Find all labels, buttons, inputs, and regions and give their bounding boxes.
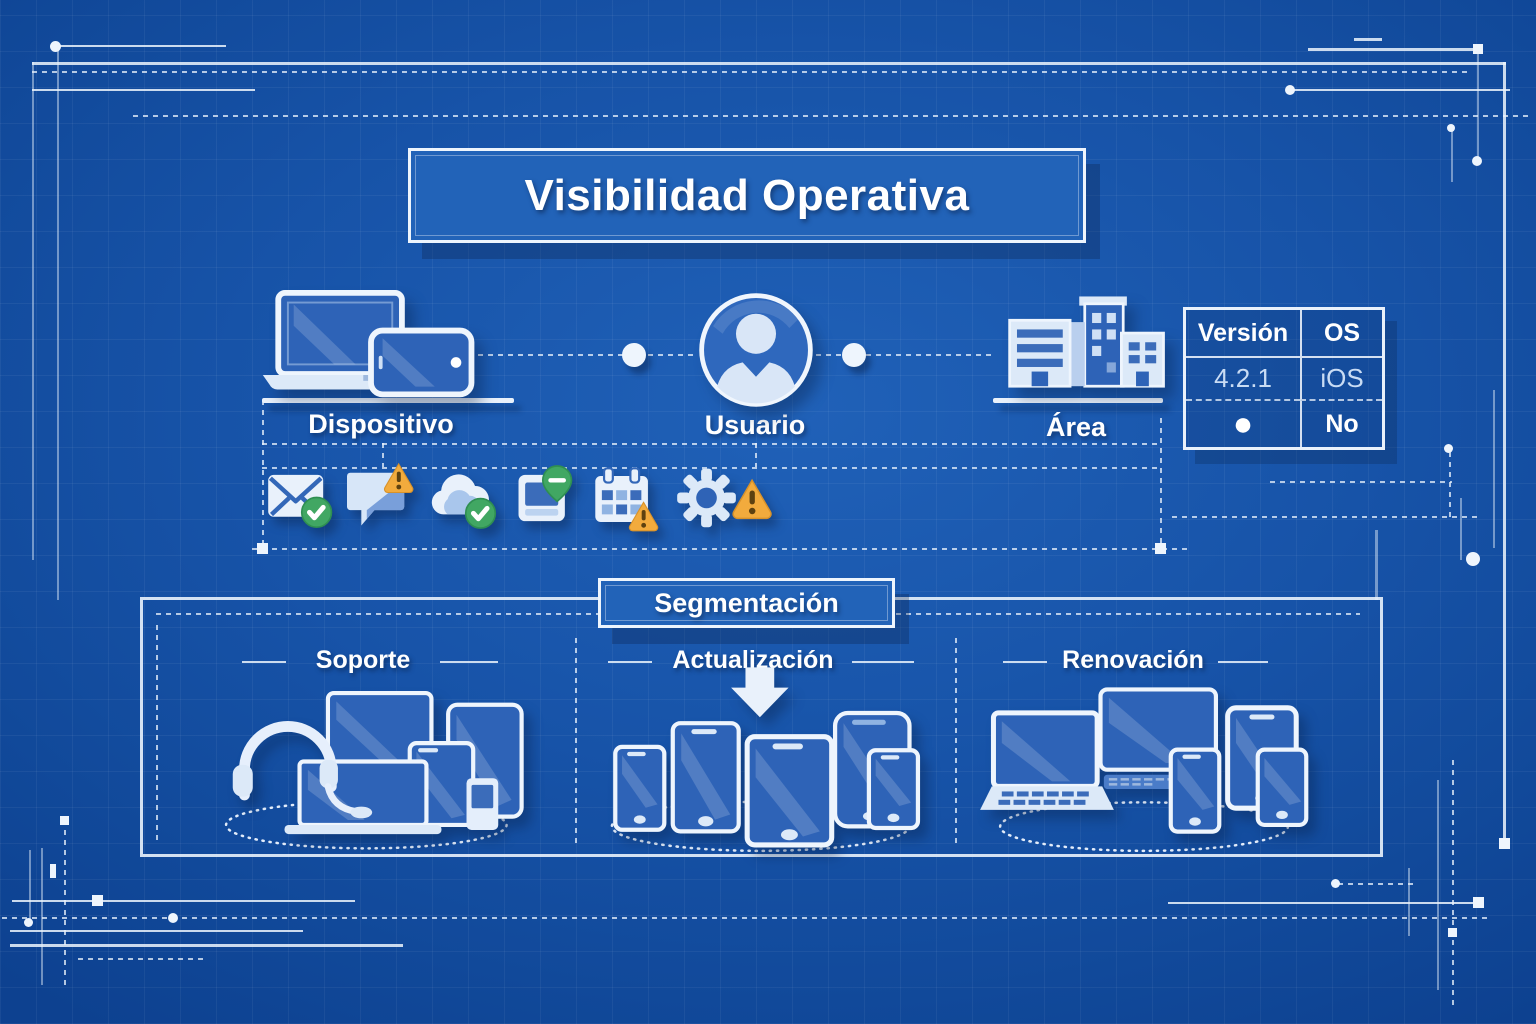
- table-cell-status-dot: ●: [1232, 405, 1254, 443]
- support-devices-cluster: [172, 668, 564, 850]
- table-cell-os: iOS: [1300, 358, 1382, 401]
- calendar-icon: [595, 467, 659, 532]
- mail-icon: [268, 474, 333, 528]
- renewal-devices-cluster: [952, 666, 1336, 853]
- node-label-area: Área: [1045, 412, 1107, 442]
- chat-icon: [347, 462, 414, 526]
- section-label-renovacion: Renovación: [1062, 646, 1204, 674]
- table-cell-no: No: [1300, 401, 1382, 447]
- connector-user-area: [816, 354, 992, 356]
- page-title: Visibilidad Operativa: [524, 170, 970, 220]
- buildings-icon: [995, 292, 1169, 398]
- section-label-soporte: Soporte: [315, 646, 411, 674]
- title-banner: Visibilidad Operativa: [408, 148, 1086, 243]
- shelf-line: [262, 398, 514, 403]
- connector-device-user: [478, 354, 696, 356]
- update-devices-cluster: [583, 664, 935, 853]
- frame-inner-dashed-v: [156, 625, 158, 840]
- table-header-os: OS: [1300, 310, 1382, 358]
- table-header-version: Versión: [1186, 310, 1300, 358]
- segmentation-label: Segmentación: [654, 587, 839, 618]
- device-icon: [518, 465, 573, 522]
- warning-badge-icon: [628, 501, 659, 532]
- section-separator: [955, 638, 957, 845]
- check-badge-icon: [464, 497, 497, 529]
- section-separator: [575, 638, 577, 845]
- cloud-icon: [431, 474, 497, 529]
- status-icon-row: [266, 462, 775, 532]
- connector-dot: [622, 343, 646, 367]
- pin-minus-badge-icon: [541, 465, 573, 503]
- check-badge-icon: [300, 496, 333, 528]
- node-label-usuario: Usuario: [704, 410, 806, 440]
- shelf-line: [993, 398, 1163, 403]
- warning-badge-icon: [383, 462, 414, 494]
- gear-icon: [677, 468, 772, 528]
- warning-badge-icon: [732, 478, 772, 520]
- version-os-table: Versión OS 4.2.1 iOS ● No: [1183, 307, 1385, 450]
- node-label-dispositivo: Dispositivo: [308, 409, 454, 439]
- connector-dot: [842, 343, 866, 367]
- table-cell-version: 4.2.1: [1186, 358, 1300, 401]
- laptop-phone-icon: [255, 290, 487, 404]
- segmentation-banner: Segmentación: [598, 578, 895, 628]
- user-avatar-icon: [694, 288, 818, 412]
